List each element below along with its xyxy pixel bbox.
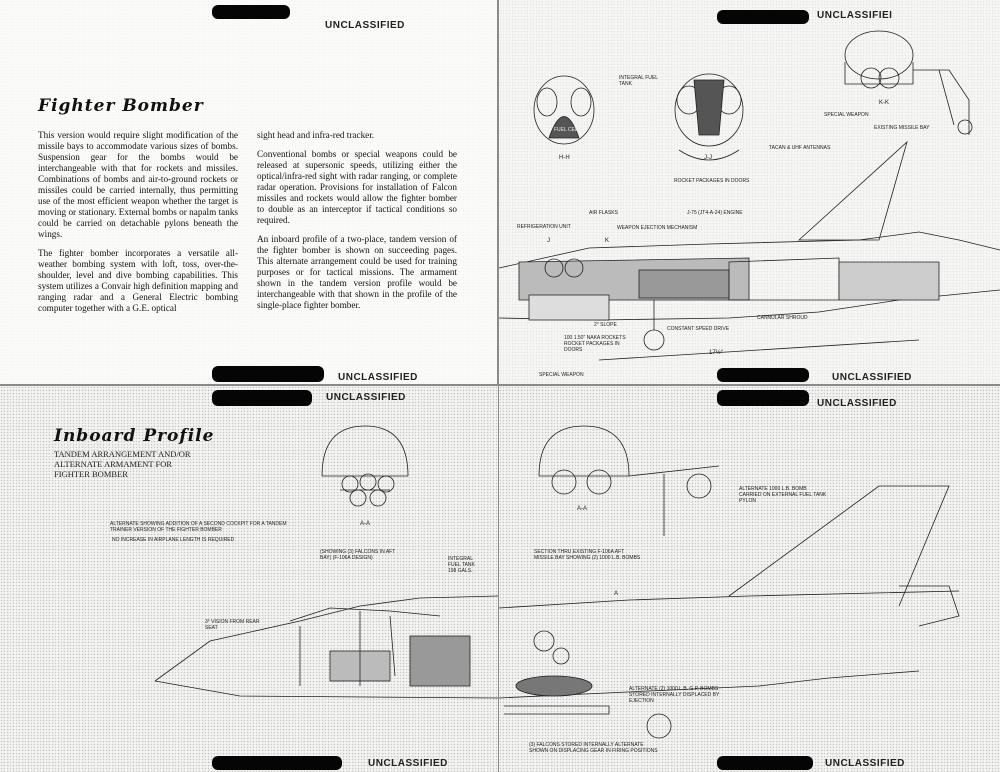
label-cannular-shroud: CANNULAR SHROUD	[757, 315, 808, 321]
section-j-j	[674, 73, 744, 161]
paragraph: Conventional bombs or special weapons co…	[257, 149, 457, 225]
top-classification: UNCLASSIFIED	[325, 20, 405, 31]
redaction-bar	[212, 390, 312, 406]
page-fighter-bomber: UNCLASSIFIED Fighter Bomber This version…	[0, 0, 497, 384]
section-a-a	[321, 425, 409, 507]
label-integral-tank: INTEGRAL FUEL TANK 198 GALS.	[448, 556, 475, 574]
label-section-h-h: H-H	[559, 155, 570, 161]
label-engine: J-75 (JT4-A-24) ENGINE	[687, 210, 743, 216]
paragraph: This version would require slight modifi…	[38, 130, 238, 239]
fuselage-profile	[154, 595, 498, 699]
fuselage-profile	[499, 485, 960, 739]
label-rocket-packages: ROCKET PACKAGES IN DOORS	[674, 178, 750, 184]
inboard-profile-continued-drawing	[499, 425, 960, 739]
paragraph: sight head and infra-red tracker.	[257, 130, 375, 140]
label-no-increase: NO INCREASE IN AIRPLANE LENGTH IS REQUIR…	[112, 537, 235, 543]
label-falcons-aft: (SHOWING (3) FALCONS IN AFT BAY) (F-106A…	[320, 549, 396, 561]
label-vision-rear-seat: 3° VISION FROM REAR SEAT	[205, 619, 260, 631]
redaction-bar	[212, 366, 324, 382]
page-fighter-bomber-diagram: UNCLASSIFIEI	[499, 0, 1000, 384]
label-section-k-k: K-K	[879, 100, 890, 106]
page-inboard-profile: UNCLASSIFIED Inboard Profile TANDEM ARRA…	[0, 386, 498, 772]
label-section-thru: SECTION THRU EXISTING F-106A AFT MISSILE…	[534, 549, 641, 561]
label-special-weapon: SPECIAL WEAPON	[824, 112, 869, 118]
label-alternate-pylon: ALTERNATE 1000 L.B. BOMB CARRIED ON EXTE…	[739, 486, 827, 504]
label-air-flasks: AIR FLASKS	[589, 210, 618, 216]
bottom-classification: UNCLASSIFIED	[368, 758, 448, 769]
page-title: Inboard Profile	[54, 426, 215, 446]
label-naka-rockets: 100 1.50" NAKA ROCKETS ROCKET PACKAGES I…	[564, 335, 626, 353]
label-ejection: WEAPON EJECTION MECHANISM	[617, 225, 698, 231]
section-a-a	[538, 425, 720, 536]
label-fuel-cell: FUEL CELL	[554, 127, 581, 133]
top-classification: UNCLASSIFIED	[817, 398, 897, 409]
page-inboard-profile-continued: UNCLASSIFIED A-A ALTERNATE 1000 L.B. BOM…	[499, 386, 1000, 772]
label-alternate-internal: ALTERNATE (2) 1000 L.B. G.P. BOMBS STORE…	[629, 686, 720, 704]
redaction-bar	[717, 10, 809, 24]
label-alternate-cockpit: ALTERNATE SHOWING ADDITION OF A SECOND C…	[110, 521, 287, 533]
redaction-bar	[717, 756, 813, 770]
label-special-weapon-bottom: SPECIAL WEAPON	[539, 372, 584, 378]
redaction-bar	[717, 368, 809, 382]
label-section-a-a: A-A	[577, 506, 588, 512]
inboard-profile-drawing	[154, 425, 498, 699]
page-subtitle: TANDEM ARRANGEMENT AND/OR ALTERNATE ARMA…	[54, 449, 191, 479]
label-refrigeration: REFRIGERATION UNIT	[517, 224, 571, 230]
label-constant-speed: CONSTANT SPEED DRIVE	[667, 326, 730, 332]
fuselage-profile	[499, 140, 1000, 361]
top-classification: UNCLASSIFIED	[326, 392, 406, 403]
label-existing-missile-bay: EXISTING MISSILE BAY	[874, 125, 930, 131]
bottom-classification: UNCLASSIFIED	[832, 372, 912, 383]
body-column-2: sight head and infra-red tracker. Conven…	[257, 130, 457, 319]
label-section-a-a: A-A	[360, 521, 371, 527]
label-angle: 17½°	[709, 350, 724, 356]
paragraph: An inboard profile of a two-place, tande…	[257, 234, 457, 310]
label-k: K	[605, 238, 610, 244]
label-tacan: TACAN & UHF ANTENNAS	[769, 145, 831, 151]
label-j: J	[547, 238, 550, 244]
label-integral-fuel-tank: INTEGRAL FUEL TANK	[619, 75, 658, 87]
bottom-classification: UNCLASSIFIED	[825, 758, 905, 769]
body-column-1: This version would require slight modifi…	[38, 130, 238, 322]
redaction-bar	[212, 756, 342, 770]
fighter-bomber-drawing	[499, 30, 1000, 361]
redaction-bar	[212, 5, 290, 19]
section-h-h	[533, 75, 595, 145]
bottom-classification: UNCLASSIFIED	[338, 372, 418, 383]
redaction-bar	[717, 390, 809, 406]
label-slope: 2° SLOPE	[594, 322, 617, 328]
label-section-j-j: J-J	[704, 155, 712, 161]
label-a: A	[614, 591, 619, 597]
label-falcons-internal: (3) FALCONS STORED INTERNALLY ALTERNATE …	[529, 742, 658, 754]
paragraph: The fighter bomber incorporates a versat…	[38, 248, 238, 313]
page-title: Fighter Bomber	[38, 96, 204, 116]
top-classification: UNCLASSIFIEI	[817, 10, 893, 21]
section-k-k	[844, 30, 973, 135]
